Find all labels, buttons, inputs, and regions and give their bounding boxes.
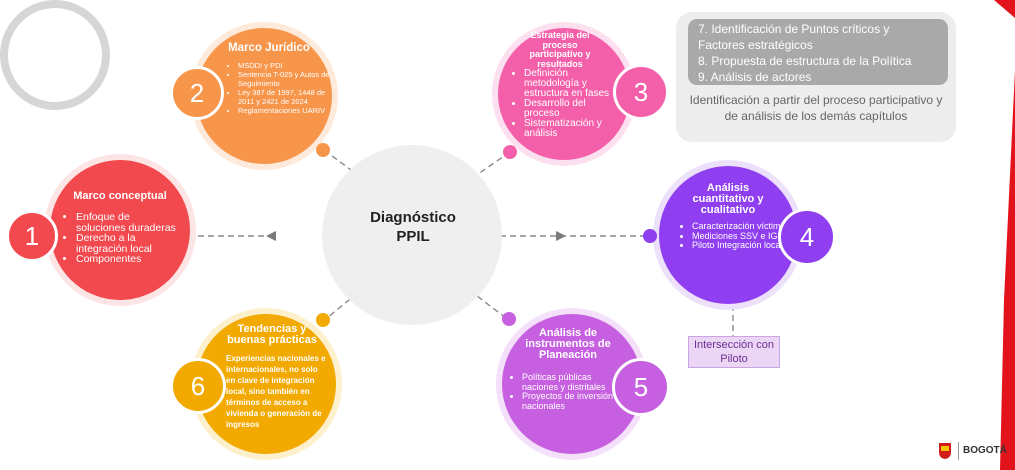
node3-item: Sistematización y análisis [524,119,624,139]
node1-item: Enfoque de soluciones duraderas [76,212,180,233]
logo-divider [958,442,959,460]
node1-item: Componentes [76,254,180,265]
node6-text: Experiencias nacionales e internacionale… [226,354,326,429]
node2-item: Reglamentaciones UARIV [238,106,332,115]
side-chapter-item: 9. Análisis de actores [698,70,812,84]
node2-connector-dot [316,143,330,157]
center-halo [322,145,502,325]
node2-item: Ley 387 de 1997, 1448 de 2011 y 2421 de … [238,88,332,106]
node4-number-badge: 4 [778,208,836,266]
node3-number-badge: 3 [613,64,669,120]
node1-item: Derecho a la integración local [76,233,180,254]
node3-item: Desarrollo del proceso [524,99,624,119]
node3-connector-dot [503,145,517,159]
node4-item: Mediciones SSV e IGED [692,231,792,242]
intersection-box: Intersección con Piloto [688,336,780,368]
node4-items: Caracterización víctimas Mediciones SSV … [682,221,792,251]
arrow-left-icon [266,231,276,241]
side-caption: Identificación a partir del proceso part… [689,93,943,123]
node4-item: Caracterización víctimas [692,221,792,232]
center-title: Diagnóstico PPIL [370,209,456,245]
node1-circle [50,160,190,300]
node5-item: Políticas públicas naciones y distritale… [522,372,626,392]
center-circle [0,0,110,110]
node6-title: Tendencias y buenas prácticas [227,323,317,346]
bogota-logo: BOGOTÁ [938,438,1010,464]
arrow-right-icon [556,231,566,241]
node6-number-badge: 6 [170,358,226,414]
node2-number-badge: 2 [170,66,224,120]
node2-item: Sentencia T-025 y Autos de Seguimiento [238,70,332,88]
node5-items: Políticas públicas naciones y distritale… [512,372,626,411]
coat-of-arms-icon [939,443,951,459]
connector-top-right [451,151,511,193]
node6-connector-dot [316,313,330,327]
logo-text: BOGOTÁ [963,445,1007,456]
side-chapter-item: 7. Identificación de Puntos críticos y F… [698,22,890,52]
node2-items: MSDDI y PDI Sentencia T-025 y Autos de S… [228,61,332,115]
node4-item: Piloto Integración local [692,240,792,251]
node4-connector-dot [643,229,657,243]
side-chapter-item: 8. Propuesta de estructura de la Polític… [698,54,912,68]
node4-circle [659,166,797,304]
node1-items: Enfoque de soluciones duraderas Derecho … [66,212,180,265]
node5-connector-dot [502,312,516,326]
node5-number-badge: 5 [612,358,670,416]
intersection-label: Intersección con Piloto [693,339,775,365]
side-chapter-list: 7. Identificación de Puntos críticos y F… [688,19,948,85]
node1-title: Marco conceptual [73,190,167,202]
node3-circle [498,28,630,160]
node3-title: Estrategia del proceso participativo y r… [529,30,591,69]
node2-title: Marco Jurídico [228,42,310,54]
node5-title: Análisis de instrumentos de Planeación [525,327,611,361]
node3-item: Definición metodología y estructura en f… [524,69,624,99]
node1-connector-dot [174,229,188,243]
node5-item: Proyectos de inversión nacionales [522,391,626,411]
node1-number-badge: 1 [6,210,58,262]
red-corner-band [994,0,1015,470]
node2-item: MSDDI y PDI [238,61,332,70]
node3-items: Definición metodología y estructura en f… [514,69,624,139]
node4-title: Análisis cuantitativo y cualitativo [692,182,764,216]
